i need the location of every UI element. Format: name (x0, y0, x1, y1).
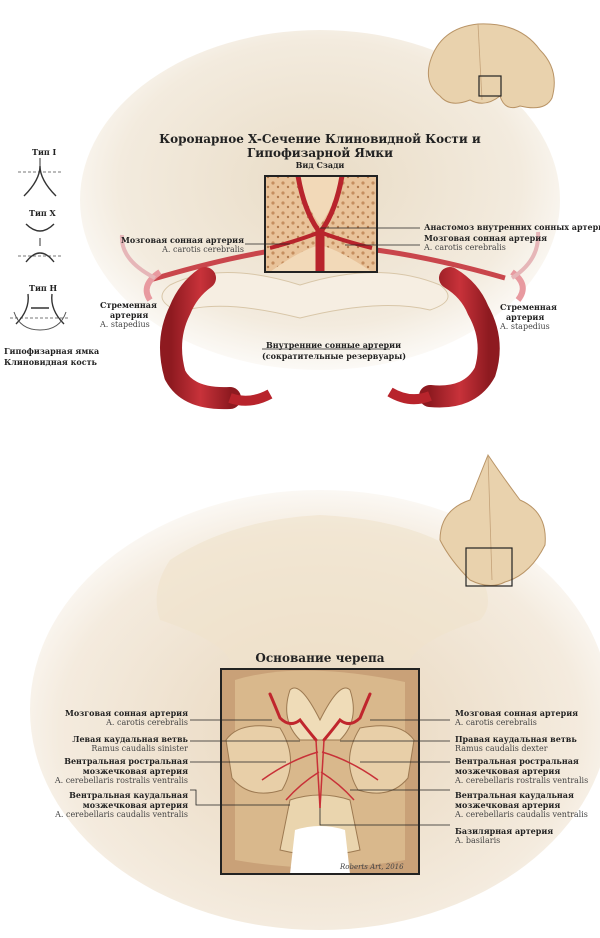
vrcb-right-label-2: мозжечковая артерия (455, 766, 561, 776)
artist-signature: Roberts Art, 2016 (340, 863, 404, 871)
leader-lines-bottom (190, 719, 450, 826)
basilar-artery-label: Базилярная артерия (455, 826, 554, 836)
skull-base-inset (220, 668, 420, 875)
cerebral-artery-right-latin: A. carotis cerebralis (424, 243, 506, 252)
legend-fossa: Гипофизарная ямка (4, 346, 100, 356)
bottom-panel (30, 453, 600, 930)
right-caudal-branch-label: Правая каудальная ветвь (455, 734, 577, 744)
cerebral-artery-left-latin-bottom: A. carotis cerebralis (106, 718, 188, 727)
left-caudal-branch-latin: Ramus caudalis sinister (91, 744, 188, 753)
fossa-inset-frame (264, 175, 378, 273)
internal-carotid-label: Внутренние сонные артерии (266, 340, 401, 350)
top-title-line1: Коронарное X-Сечение Клиновидной Кости и (159, 132, 481, 146)
internal-carotid-sublabel: (сократительные резервуары) (262, 351, 407, 361)
cerebral-artery-right-label-bottom: Мозговая сонная артерия (455, 708, 579, 718)
artery-network-top (119, 231, 541, 410)
vccb-right-label-2: мозжечковая артерия (455, 800, 561, 810)
stapedial-artery-left-label-2: артерия (110, 310, 149, 320)
skull-thumbnail-box-bottom (465, 547, 513, 587)
skull-thumbnail-box (478, 75, 502, 97)
anastomosis-label: Анастомоз внутренних сонных артерий (424, 222, 600, 232)
skull-thumbnail-bottom (439, 453, 546, 587)
vrcb-right-label: Вентральная ростральная (455, 756, 579, 766)
cerebral-artery-right-label: Мозговая сонная артерия (424, 233, 548, 243)
bottom-title: Основание черепа (255, 651, 385, 665)
stapedial-artery-left-label: Стременная (100, 300, 157, 310)
cerebral-artery-left-label: Мозговая сонная артерия (120, 235, 244, 245)
fossa-inset (264, 175, 378, 273)
vrcb-left-latin: A. cerebellaris rostralis ventralis (54, 776, 188, 785)
top-title-line2: Гипофизарной Ямки (247, 146, 393, 160)
basilar-artery-latin: A. basilaris (455, 836, 501, 845)
stapedial-artery-right-label-2: артерия (506, 312, 545, 322)
type-diagrams (10, 158, 70, 331)
skull-base-inset-frame (220, 668, 420, 875)
vccb-right-latin: A. cerebellaris caudalis ventralis (455, 810, 588, 819)
sphenoid-bone-outline (161, 272, 449, 319)
type-1-label: Тип I (32, 147, 57, 157)
legend-bone: Клиновидная кость (4, 357, 97, 367)
stapedial-artery-right-label: Стременная (500, 302, 557, 312)
vrcb-left-label-2: мозжечковая артерия (82, 766, 188, 776)
type-h-label: Тип H (29, 283, 58, 293)
right-caudal-branch-latin: Ramus caudalis dexter (455, 744, 548, 753)
cerebral-artery-right-latin-bottom: A. carotis cerebralis (455, 718, 537, 727)
vccb-right-label: Вентральная каудальная (455, 790, 574, 800)
top-panel (10, 23, 560, 410)
top-subtitle: Вид Сзади (295, 160, 345, 170)
vrcb-right-latin: A. cerebellaris rostralis ventralis (455, 776, 589, 785)
stapedial-artery-right-latin: A. stapedius (500, 322, 550, 331)
vccb-left-label-2: мозжечковая артерия (82, 800, 188, 810)
vccb-left-latin: A. cerebellaris caudalis ventralis (55, 810, 188, 819)
leader-lines-top (245, 227, 420, 350)
stapedial-artery-left-latin: A. stapedius (100, 320, 150, 329)
left-caudal-branch-label: Левая каудальная ветвь (72, 734, 188, 744)
vrcb-left-label: Вентральная ростральная (64, 756, 188, 766)
vccb-left-label: Вентральная каудальная (69, 790, 188, 800)
brain-silhouette (156, 515, 488, 660)
type-x-label: Тип X (29, 208, 56, 218)
cerebral-artery-left-label-bottom: Мозговая сонная артерия (64, 708, 188, 718)
cerebral-artery-left-latin: A. carotis cerebralis (162, 245, 244, 254)
skull-thumbnail-top (427, 23, 555, 109)
